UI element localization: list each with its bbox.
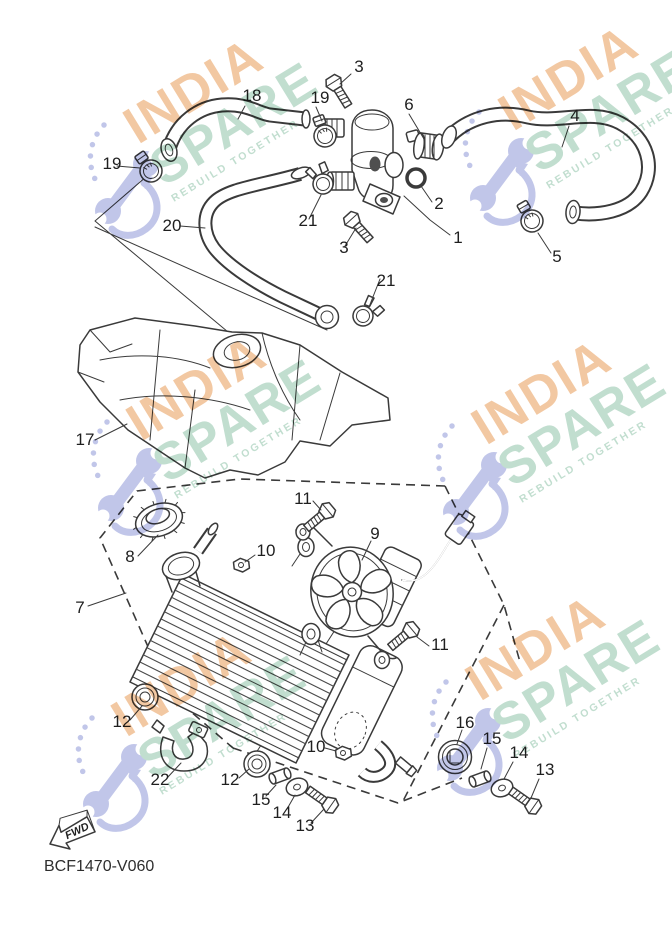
clamp-21-upper [303, 160, 336, 198]
callout-7: 7 [75, 598, 84, 617]
o-ring-2 [405, 167, 427, 189]
fan-assembly-9 [295, 509, 476, 670]
thermostat-pipe-assembly [317, 109, 404, 215]
callout-9: 9 [370, 524, 379, 543]
callout-2: 2 [434, 194, 443, 213]
pipe-joint-6 [405, 129, 445, 161]
callout-8: 8 [125, 547, 134, 566]
bolt-13-right [505, 782, 545, 818]
callout-20: 20 [163, 216, 182, 235]
callout-13: 13 [296, 816, 315, 835]
callout-14: 14 [273, 803, 292, 822]
callout-21: 21 [299, 211, 318, 230]
callout-10: 10 [307, 737, 326, 756]
callout-11: 11 [294, 489, 312, 508]
clamp-21-lower [346, 291, 388, 331]
callout-10: 10 [257, 541, 276, 560]
watermark-instance [438, 328, 672, 537]
callout-16: 16 [456, 713, 475, 732]
callout-1: 1 [453, 228, 462, 247]
callout-11: 11 [431, 635, 449, 654]
diagram-code: BCF1470-V060 [44, 858, 154, 875]
fwd-arrow: FWD [49, 809, 96, 850]
callout-12: 12 [221, 770, 240, 789]
callout-21: 21 [377, 271, 396, 290]
callout-13: 13 [536, 760, 555, 779]
grommet-12-right [243, 750, 271, 778]
callout-19: 19 [103, 154, 122, 173]
callout-17: 17 [76, 430, 95, 449]
callout-5: 5 [552, 247, 561, 266]
callout-15: 15 [252, 790, 271, 809]
callout-3: 3 [339, 238, 348, 257]
hose-20 [198, 166, 340, 330]
clamp-19-right [306, 111, 340, 151]
callout-3: 3 [354, 57, 363, 76]
callout-6: 6 [404, 95, 413, 114]
